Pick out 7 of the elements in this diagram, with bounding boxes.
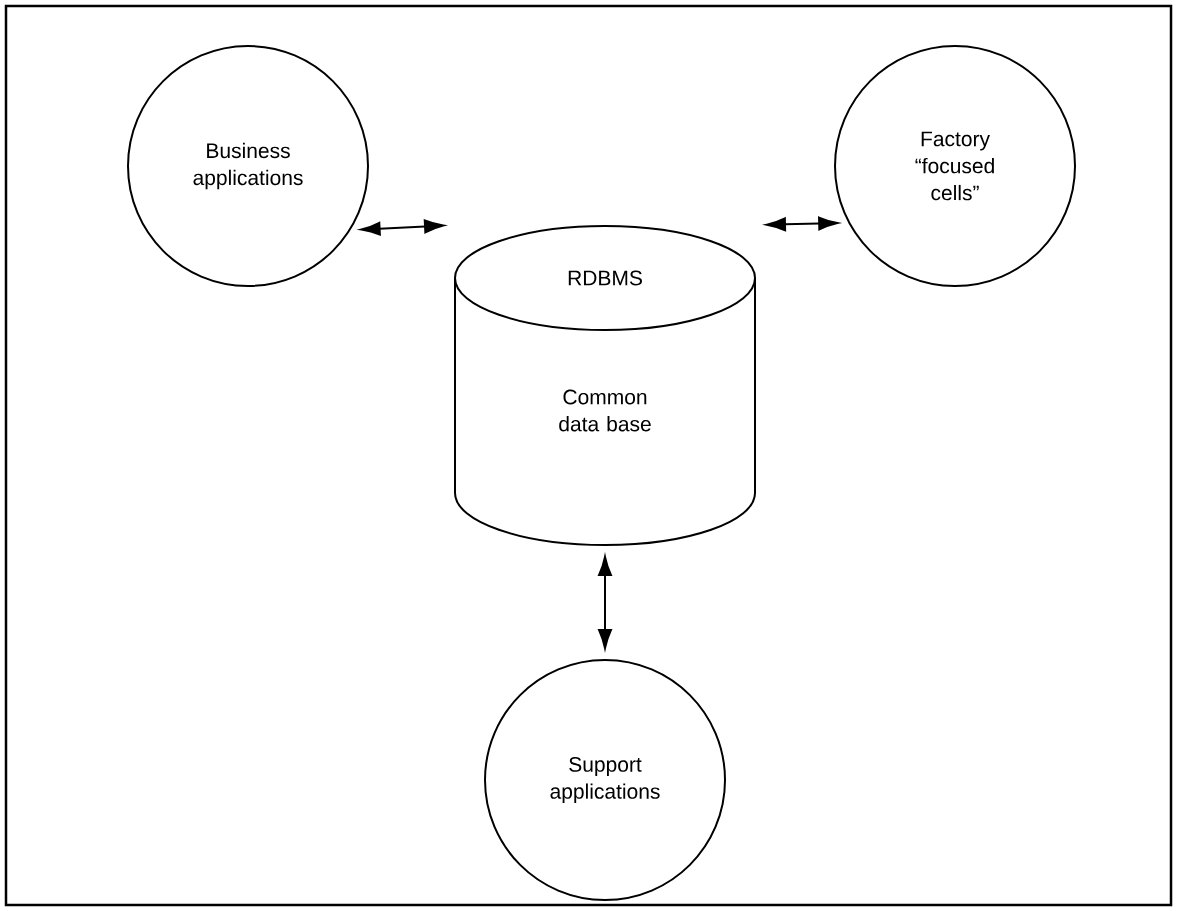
circle-node: Factory “focused cells” bbox=[834, 45, 1076, 287]
circle-node: Support applications bbox=[484, 659, 726, 901]
double-arrow bbox=[598, 555, 612, 650]
circle-node: Business applications bbox=[127, 45, 369, 287]
double-arrow bbox=[765, 216, 839, 232]
database-cylinder: RDBMS Common data base bbox=[454, 225, 756, 546]
node-label: Common data base bbox=[559, 389, 651, 432]
